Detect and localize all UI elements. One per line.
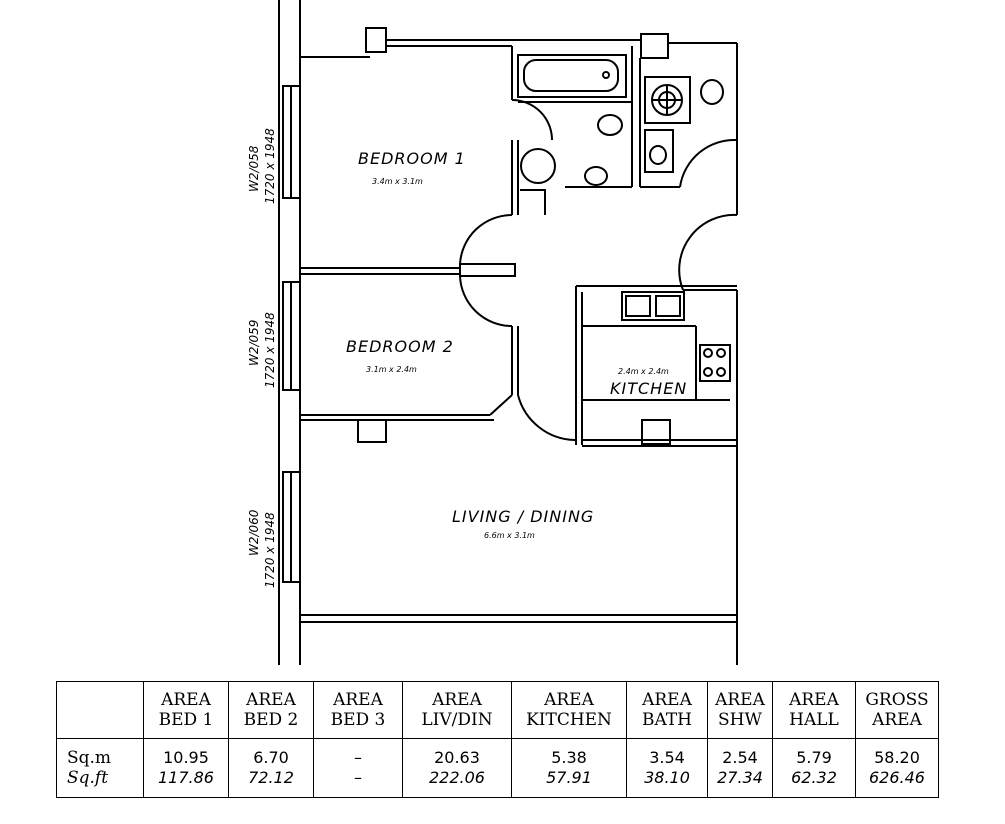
bathtub: [517, 54, 627, 98]
window-w2-058-ref: W2/058: [247, 145, 261, 192]
column-top-left: [365, 27, 387, 53]
area-cell-bed3: ––: [313, 738, 403, 798]
bath-basin: [597, 114, 623, 136]
bath-door: [511, 99, 553, 141]
shower-basin: [649, 145, 667, 165]
bedroom-1-door: [459, 213, 513, 265]
wc-2: [700, 79, 724, 105]
window-w2-058-size: 1720 x 1948: [263, 128, 277, 204]
window-w2-059-size: 1720 x 1948: [263, 312, 277, 388]
column-mid-left: [357, 419, 387, 443]
kitchen-label: KITCHEN: [610, 379, 687, 398]
kitchen-sink: [621, 291, 685, 321]
living-dining-dims: 6.6m x 3.1m: [484, 531, 535, 540]
column-mid-right: [641, 419, 671, 445]
window-w2-059: [282, 281, 301, 391]
kitchen-dims: 2.4m x 2.4m: [618, 367, 669, 376]
living-dining-label: LIVING / DINING: [452, 507, 594, 526]
kitchen-hob: [699, 344, 731, 382]
window-w2-060: [282, 471, 301, 583]
bedroom-2-door: [459, 275, 513, 327]
wc-1: [584, 166, 608, 186]
shower-door: [679, 138, 738, 188]
bed1-door-frame: [459, 263, 516, 277]
bedroom-1-label: BEDROOM 1: [358, 149, 466, 168]
bedroom-1-dims: 3.4m x 3.1m: [372, 177, 423, 186]
boiler-unit: [644, 76, 691, 124]
entry-door: [678, 213, 738, 291]
window-w2-059-ref: W2/059: [247, 320, 261, 366]
header-cell: [56, 681, 144, 739]
column-top-right: [640, 33, 669, 59]
window-w2-060-size: 1720 x 1948: [263, 512, 277, 588]
window-w2-060-ref: W2/060: [247, 509, 261, 556]
bedroom-2-label: BEDROOM 2: [346, 337, 454, 356]
floor-plan: BEDROOM 1 3.4m x 3.1m BEDROOM 2 3.1m x 2…: [247, 0, 738, 665]
bedroom-2-dims: 3.1m x 2.4m: [366, 365, 417, 374]
hall-door: [517, 394, 576, 441]
shower-tray: [520, 148, 556, 184]
window-w2-058: [282, 85, 301, 199]
